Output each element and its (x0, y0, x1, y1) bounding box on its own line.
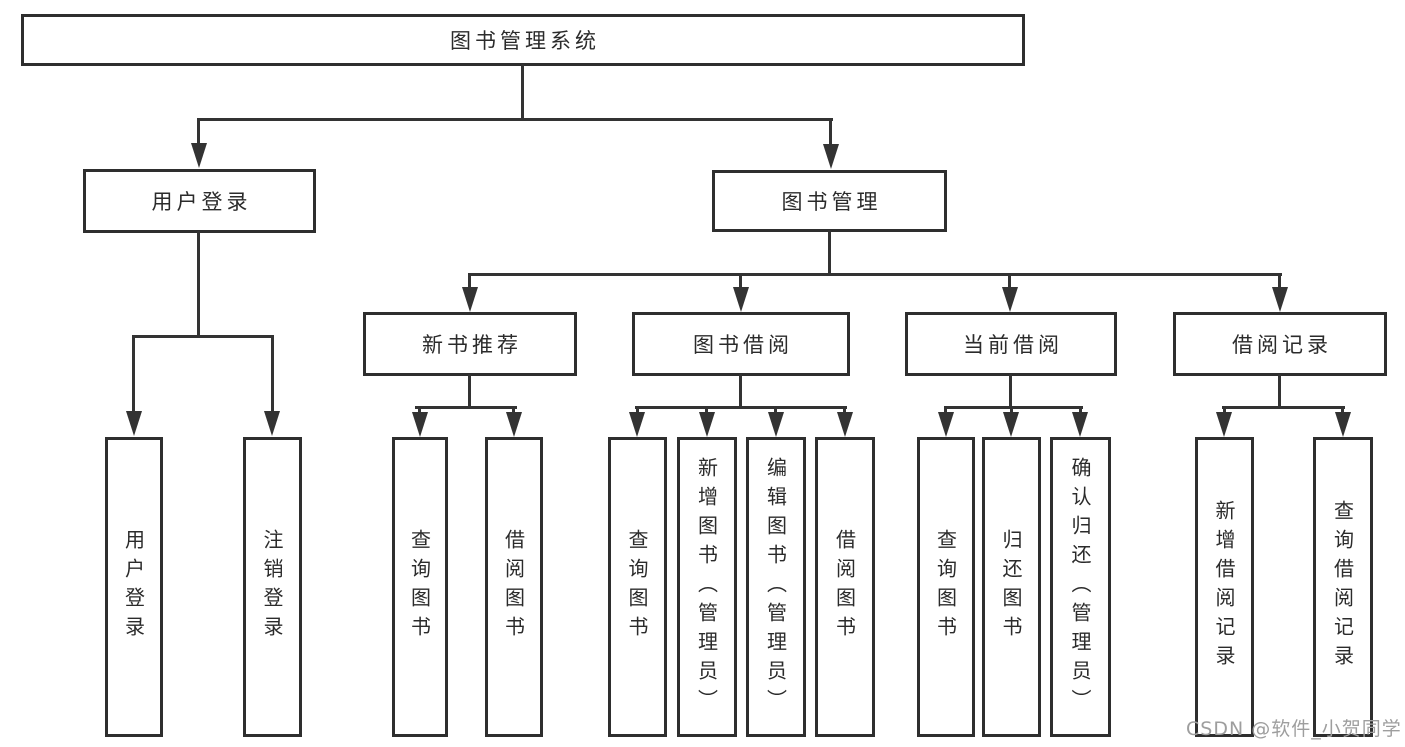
node-label: 当前借阅 (963, 333, 1063, 357)
leaf-edit-books-admin: 编辑图书（管理员） (746, 437, 806, 737)
connector-line (705, 406, 708, 414)
connector-line (1079, 406, 1082, 414)
leaf-query-books-borrow: 查询图书 (608, 437, 667, 737)
watermark: CSDN @软件_小贺同学 (1186, 718, 1402, 740)
leaf-user-login: 用户登录 (105, 437, 163, 737)
node-label: 图书管理系统 (450, 29, 600, 53)
arrowhead-down-icon (264, 411, 280, 436)
arrowhead-down-icon (938, 412, 954, 437)
connector-line (944, 406, 1083, 409)
node-label: 借阅记录 (1232, 333, 1332, 357)
leaf-return-books: 归还图书 (982, 437, 1041, 737)
connector-line (1341, 406, 1344, 414)
node-label: 新增借阅记录 (1212, 500, 1236, 674)
node-label: 新增图书（管理员） (694, 456, 719, 718)
connector-line (774, 406, 777, 414)
connector-line (829, 118, 832, 146)
leaf-query-books-recommend: 查询图书 (392, 437, 448, 737)
connector-line (739, 374, 742, 409)
arrowhead-down-icon (733, 287, 749, 312)
connector-line (1278, 374, 1281, 409)
connector-line (739, 273, 742, 289)
node-current-borrowing: 当前借阅 (905, 312, 1117, 376)
node-label: 查询借阅记录 (1330, 500, 1355, 674)
connector-line (944, 406, 947, 414)
connector-line (1223, 406, 1226, 414)
connector-line (468, 273, 471, 289)
node-library-management-system: 图书管理系统 (21, 14, 1025, 66)
node-label: 确认归还（管理员） (1068, 456, 1092, 718)
node-label: 查询图书 (407, 529, 432, 645)
arrowhead-down-icon (837, 412, 853, 437)
connector-line (132, 335, 274, 338)
arrowhead-down-icon (462, 287, 478, 312)
connector-line (418, 406, 421, 414)
leaf-confirm-return-admin: 确认归还（管理员） (1050, 437, 1111, 737)
node-label: 新书推荐 (422, 333, 522, 357)
leaf-query-books-current: 查询图书 (917, 437, 975, 737)
connector-line (512, 406, 515, 414)
arrowhead-down-icon (1003, 412, 1019, 437)
connector-line (415, 406, 517, 409)
arrowhead-down-icon (629, 412, 645, 437)
connector-line (132, 335, 135, 413)
node-label: 借阅图书 (832, 529, 857, 645)
node-label: 图书管理 (781, 190, 882, 214)
connector-line (635, 406, 847, 409)
connector-line (1010, 406, 1013, 414)
connector-line (197, 118, 833, 121)
leaf-query-borrow-record: 查询借阅记录 (1313, 437, 1373, 737)
node-label: 归还图书 (999, 529, 1023, 645)
arrowhead-down-icon (1216, 412, 1232, 437)
arrowhead-down-icon (1072, 412, 1088, 437)
node-new-book-recommend: 新书推荐 (363, 312, 577, 376)
node-borrowing-records: 借阅记录 (1173, 312, 1387, 376)
arrowhead-down-icon (1002, 287, 1018, 312)
node-label: 查询图书 (625, 529, 649, 645)
connector-line (197, 231, 200, 338)
connector-line (1222, 406, 1345, 409)
arrowhead-down-icon (1335, 412, 1351, 437)
arrowhead-down-icon (191, 143, 207, 168)
node-label: 注销登录 (260, 529, 284, 645)
connector-line (468, 374, 471, 409)
arrowhead-down-icon (126, 411, 142, 436)
arrowhead-down-icon (699, 412, 715, 437)
connector-line (1008, 273, 1011, 289)
arrowhead-down-icon (823, 144, 839, 169)
connector-line (843, 406, 846, 414)
leaf-borrow-books: 借阅图书 (815, 437, 875, 737)
leaf-add-books-admin: 新增图书（管理员） (677, 437, 737, 737)
arrowhead-down-icon (768, 412, 784, 437)
node-label: 用户登录 (121, 529, 146, 645)
leaf-logout: 注销登录 (243, 437, 302, 737)
leaf-borrow-books-recommend: 借阅图书 (485, 437, 543, 737)
connector-line (521, 64, 524, 121)
arrowhead-down-icon (506, 412, 522, 437)
arrowhead-down-icon (412, 412, 428, 437)
connector-line (271, 335, 274, 413)
connector-line (636, 406, 639, 414)
connector-line (1278, 273, 1281, 289)
node-label: 查询图书 (933, 529, 958, 645)
node-book-management: 图书管理 (712, 170, 947, 232)
connector-line (468, 273, 1282, 276)
arrowhead-down-icon (1272, 287, 1288, 312)
node-label: 用户登录 (151, 190, 252, 214)
node-label: 借阅图书 (501, 529, 526, 645)
node-book-borrowing: 图书借阅 (632, 312, 850, 376)
leaf-add-borrow-record: 新增借阅记录 (1195, 437, 1254, 737)
node-label: 编辑图书（管理员） (763, 456, 788, 718)
node-label: 图书借阅 (693, 333, 793, 357)
connector-line (1009, 374, 1012, 409)
connector-line (828, 230, 831, 276)
node-user-login: 用户登录 (83, 169, 316, 233)
connector-line (197, 118, 200, 146)
